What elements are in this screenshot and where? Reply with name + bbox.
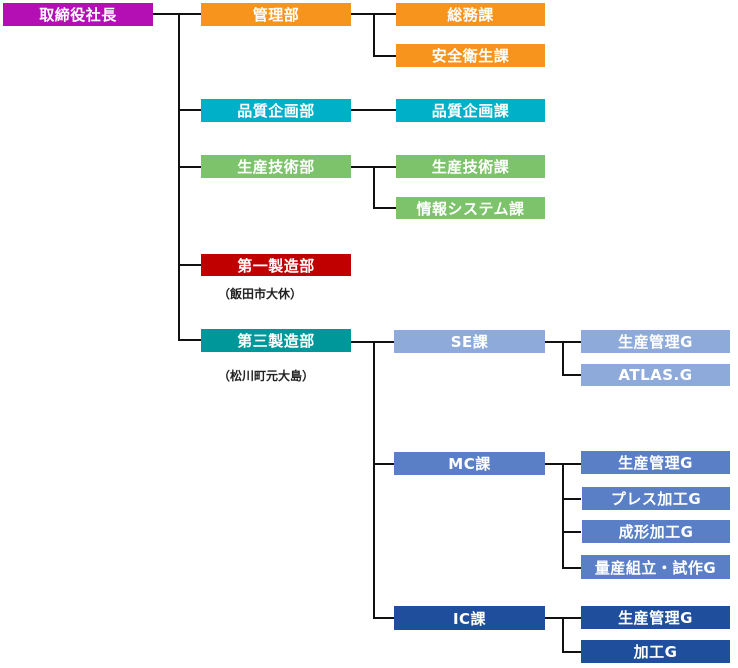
connector-line: [562, 374, 581, 376]
connector-line: [373, 13, 375, 57]
connector-line: [373, 463, 396, 465]
group-press: プレス加工G: [582, 487, 730, 510]
connector-line: [562, 341, 564, 376]
connector-line: [562, 567, 581, 569]
dept-plant1: 第一製造部: [201, 254, 351, 276]
section-general-affairs: 総務課: [396, 3, 545, 26]
connector-line: [178, 166, 201, 168]
connector-line: [562, 498, 581, 500]
connector-line: [562, 531, 581, 533]
dept-quality: 品質企画部: [201, 99, 351, 122]
connector-line: [373, 166, 375, 209]
connector-line: [153, 13, 201, 15]
group-assembly-prototype: 量産組立・試作G: [581, 555, 730, 579]
section-se: SE課: [394, 330, 545, 353]
connector-line: [373, 55, 396, 57]
dept-admin: 管理部: [201, 3, 351, 26]
connector-line: [373, 207, 396, 209]
connector-line: [178, 109, 201, 111]
section-ic: IC課: [394, 606, 545, 630]
connector-line: [351, 109, 396, 111]
section-quality-planning: 品質企画課: [396, 99, 545, 122]
connector-line: [178, 13, 180, 341]
dept-plant3: 第三製造部: [201, 329, 351, 352]
plant3-location: （松川町元大島）: [218, 369, 315, 383]
section-safety-health: 安全衛生課: [396, 44, 545, 67]
group-atlas: ATLAS.G: [581, 364, 730, 386]
group-machining: 加工G: [581, 640, 730, 663]
dept-production-tech: 生産技術部: [201, 155, 351, 178]
group-ic-production-control: 生産管理G: [581, 606, 730, 629]
plant1-location: （飯田市大休）: [218, 287, 303, 301]
section-info-systems: 情報システム課: [396, 197, 545, 219]
group-molding: 成形加工G: [582, 520, 730, 543]
connector-line: [562, 651, 581, 653]
connector-line: [562, 617, 564, 653]
president-box: 取締役社長: [3, 3, 153, 26]
connector-line: [178, 264, 201, 266]
connector-line: [373, 617, 396, 619]
group-mc-production-control: 生産管理G: [581, 451, 730, 474]
connector-line: [562, 463, 564, 569]
connector-line: [178, 339, 201, 341]
section-mc: MC課: [394, 452, 545, 475]
section-production-tech: 生産技術課: [396, 155, 545, 178]
group-se-production-control: 生産管理G: [581, 330, 730, 353]
connector-line: [373, 341, 375, 619]
